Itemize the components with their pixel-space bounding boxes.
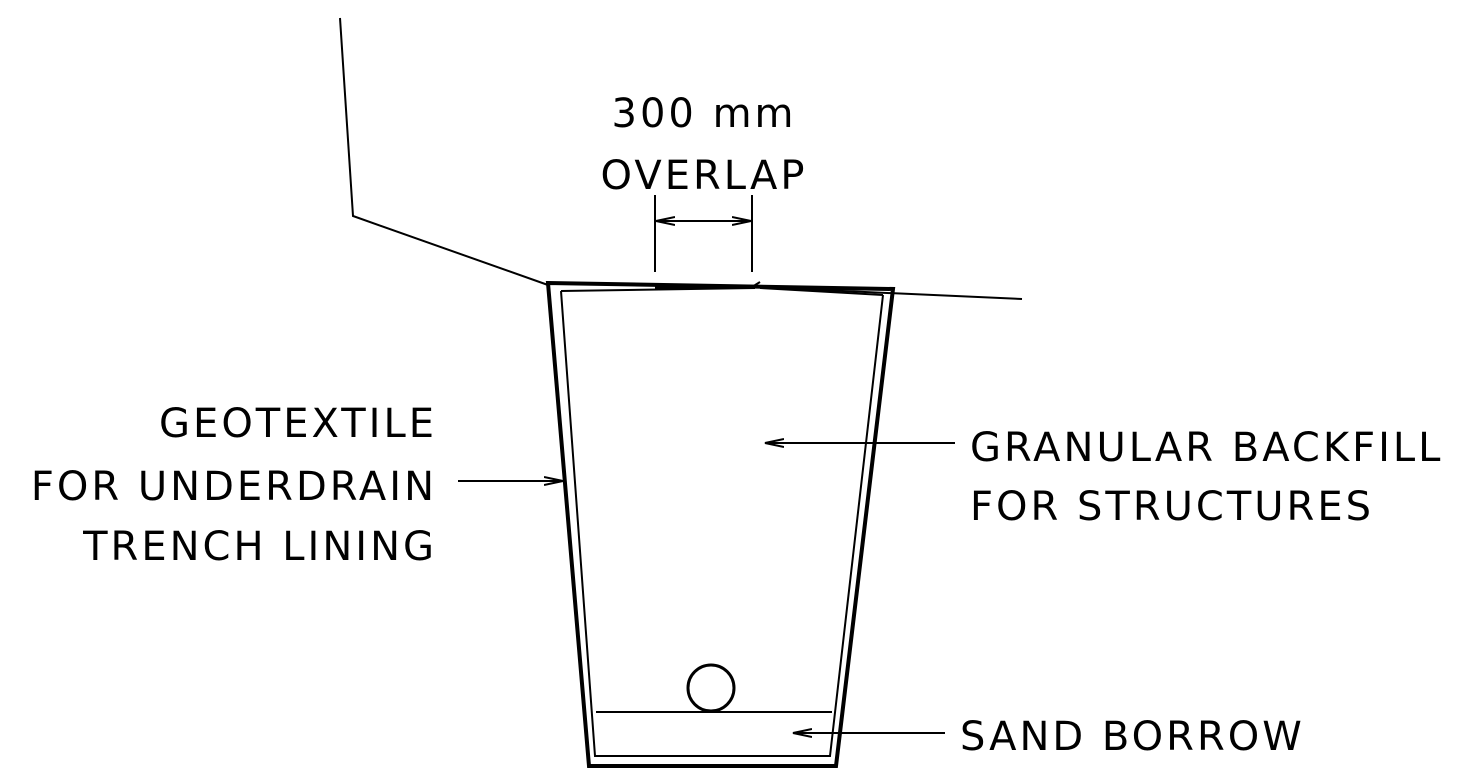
overlap-seam-step: [751, 281, 761, 288]
geotextile-outer-lining: [545, 280, 896, 768]
overlap-dimension-label: 300 mm: [612, 91, 797, 137]
geotextile-label-line1: GEOTEXTILE: [159, 401, 437, 447]
underdrain-pipe: [686, 663, 736, 713]
geotextile-label-line3: TRENCH LINING: [82, 524, 437, 570]
trench-inner-outline: [560, 290, 884, 757]
slope-ground-line: [339, 17, 549, 286]
geotextile-top-inner-line-right: [759, 287, 884, 296]
overlap-word-label: OVERLAP: [601, 153, 808, 199]
backfill-label-line1: GRANULAR BACKFILL: [970, 425, 1443, 471]
sand-borrow-label: SAND BORROW: [960, 714, 1305, 760]
backfill-label-line2: FOR STRUCTURES: [970, 484, 1374, 530]
geotextile-label-line2: FOR UNDERDRAIN: [31, 464, 437, 510]
